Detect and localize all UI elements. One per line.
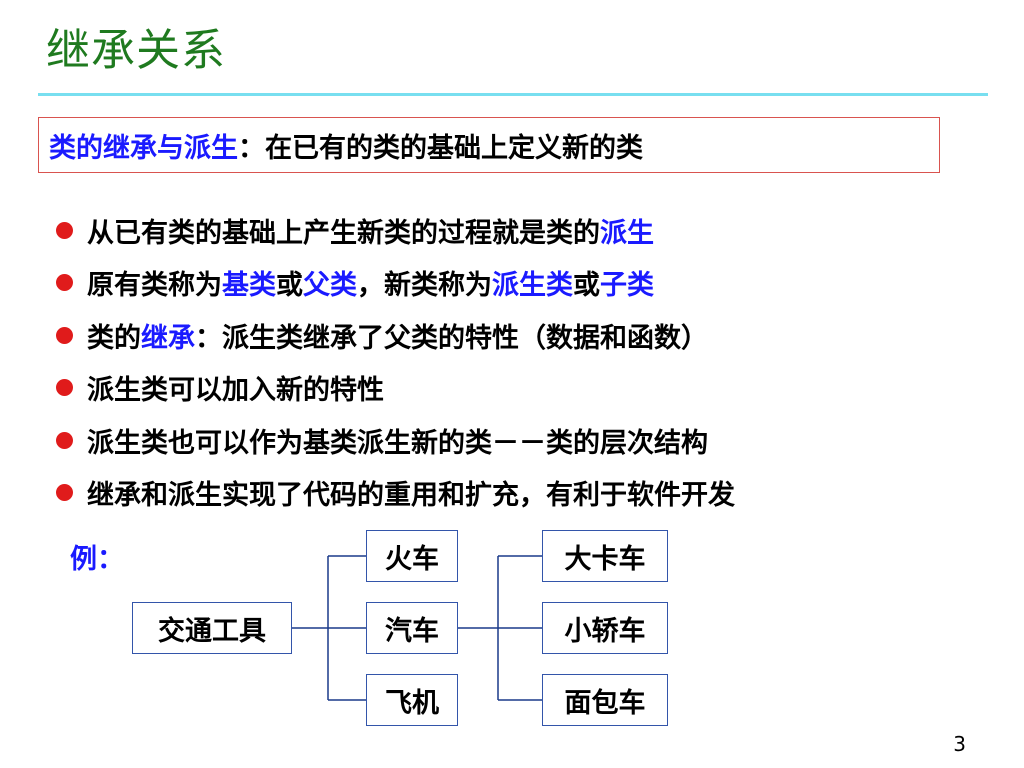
highlighted-term: 子类 [600,270,654,302]
highlighted-term: 父类 [303,270,357,302]
node-plane: 飞机 [366,674,458,726]
bullet-dot-icon [56,274,73,292]
bullet-item: 派生类可以加入新的特性 [56,362,996,415]
example-label: 例： [70,544,124,575]
node-vehicle: 交通工具 [132,602,292,654]
definition-text: 在已有的类的基础上定义新的类 [265,132,643,164]
bullet-text: 派生类也可以作为基类派生新的类－－类的层次结构 [87,427,708,459]
bullet-text: ，新类称为 [357,270,492,302]
bullet-item: 类的继承：派生类继承了父类的特性（数据和函数） [56,309,996,362]
bullet-item: 派生类也可以作为基类派生新的类－－类的层次结构 [56,414,996,467]
bullet-dot-icon [56,326,73,344]
bullet-dot-icon [56,484,73,502]
bullet-item: 原有类称为基类或父类，新类称为派生类或子类 [56,257,996,310]
bullet-text: 从已有类的基础上产生新类的过程就是类的 [87,217,600,249]
bullet-item: 继承和派生实现了代码的重用和扩充，有利于软件开发 [56,467,996,520]
highlighted-term: 继承 [141,322,195,354]
title-divider [38,93,988,96]
definition-box: 类的继承与派生：在已有的类的基础上定义新的类 [38,117,940,173]
bullet-text: ：派生类继承了父类的特性（数据和函数） [195,322,708,354]
bullet-text: 或 [573,270,600,302]
highlighted-term: 派生 [600,217,654,249]
highlighted-term: 基类 [222,270,276,302]
bullet-item: 从已有类的基础上产生新类的过程就是类的派生 [56,204,996,257]
bullet-dot-icon [56,431,73,449]
node-truck: 大卡车 [542,530,668,582]
node-sedan: 小轿车 [542,602,668,654]
bullet-list: 从已有类的基础上产生新类的过程就是类的派生原有类称为基类或父类，新类称为派生类或… [56,204,996,519]
bullet-text: 原有类称为 [87,270,222,302]
highlighted-term: 派生类 [492,270,573,302]
bullet-dot-icon [56,379,73,397]
bullet-text: 派生类可以加入新的特性 [87,375,384,407]
definition-term: 类的继承与派生 [49,132,238,164]
node-van: 面包车 [542,674,668,726]
slide-title: 继承关系 [46,25,226,76]
page-number: 3 [953,732,966,756]
bullet-text: 继承和派生实现了代码的重用和扩充，有利于软件开发 [87,480,735,512]
bullet-text: 或 [276,270,303,302]
node-train: 火车 [366,530,458,582]
bullet-text: 类的 [87,322,141,354]
definition-separator: ： [238,132,265,164]
bullet-dot-icon [56,221,73,239]
node-car: 汽车 [366,602,458,654]
